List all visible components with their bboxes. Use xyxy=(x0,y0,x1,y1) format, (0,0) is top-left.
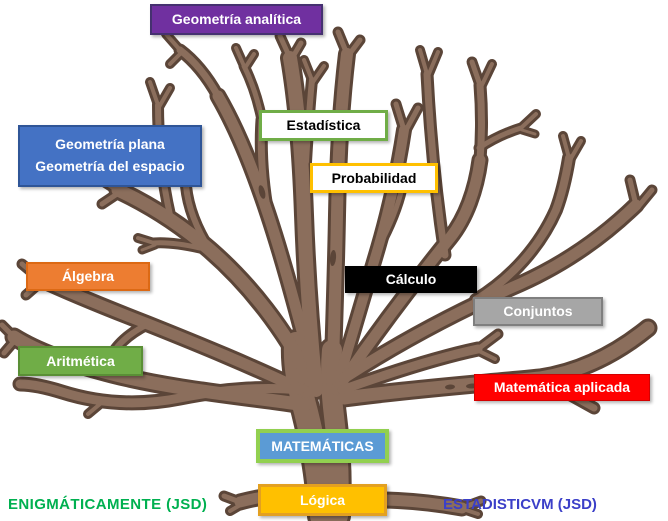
label-geometria-analitica: Geometría analítica xyxy=(150,4,323,35)
label-probabilidad: Probabilidad xyxy=(310,163,438,193)
label-calculo: Cálculo xyxy=(345,266,477,293)
label-algebra: Álgebra xyxy=(26,262,150,291)
label-estadistica: Estadística xyxy=(259,110,388,141)
watermark-estadisticvm: ESTADISTICVM (JSD) xyxy=(443,496,597,513)
label-geometria-plana: Geometría plana Geometría del espacio xyxy=(18,125,202,187)
label-aritmetica: Aritmética xyxy=(18,346,143,376)
watermark-enigmaticamente: ENIGMÁTICAMENTE (JSD) xyxy=(8,496,208,513)
label-conjuntos: Conjuntos xyxy=(473,297,603,326)
label-line-2: Geometría del espacio xyxy=(35,158,185,174)
label-logica: Lógica xyxy=(258,484,387,516)
label-line-1: Geometría plana xyxy=(55,136,165,153)
label-matematica-aplicada: Matemática aplicada xyxy=(474,374,650,401)
label-matematicas: MATEMÁTICAS xyxy=(256,429,389,463)
